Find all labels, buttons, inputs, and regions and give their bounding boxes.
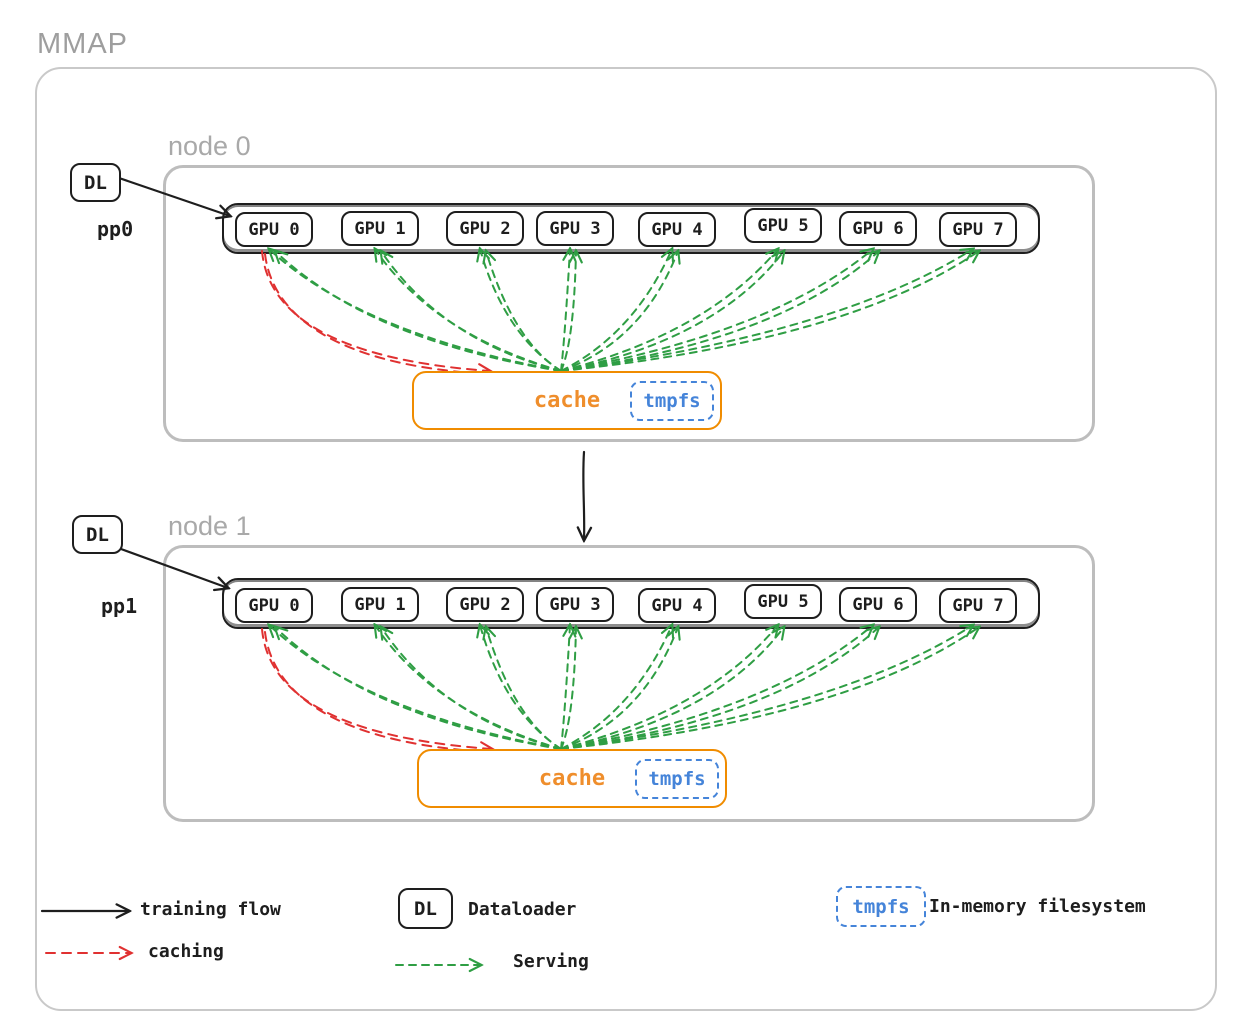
diagram-title: MMAP xyxy=(37,28,128,60)
cache-1-box: cache tmpfs xyxy=(417,749,727,808)
legend-in-memory-label: In-memory filesystem xyxy=(929,896,1146,917)
legend-tmpfs-box: tmpfs xyxy=(836,886,926,927)
gpu-box-n1-4: GPU 4 xyxy=(638,588,716,623)
gpu-box-n0-2: GPU 2 xyxy=(446,211,524,246)
tmpfs-1-box: tmpfs xyxy=(635,758,719,799)
legend-dataloader-label: Dataloader xyxy=(468,899,577,920)
dataloader-1-box: DL xyxy=(72,515,123,554)
gpu-box-n0-5: GPU 5 xyxy=(744,208,822,243)
pp0-label: pp0 xyxy=(97,217,134,241)
legend-training-flow-label: training flow xyxy=(140,899,281,920)
gpu-box-n0-4: GPU 4 xyxy=(638,212,716,247)
gpu-box-n1-7: GPU 7 xyxy=(939,588,1017,623)
gpu-box-n1-2: GPU 2 xyxy=(446,587,524,622)
dataloader-0-box: DL xyxy=(70,163,121,202)
gpu-box-n0-3: GPU 3 xyxy=(536,211,614,246)
pp1-label: pp1 xyxy=(101,594,138,618)
node-0-label: node 0 xyxy=(168,131,251,161)
gpu-box-n0-1: GPU 1 xyxy=(341,211,419,246)
legend-caching-label: caching xyxy=(148,941,224,962)
gpu-box-n1-5: GPU 5 xyxy=(744,584,822,619)
node-1-label: node 1 xyxy=(168,511,251,541)
gpu-box-n0-7: GPU 7 xyxy=(939,212,1017,247)
gpu-box-n1-6: GPU 6 xyxy=(839,587,917,622)
mmap-boundary-box xyxy=(35,67,1217,1011)
legend-serving-label: Serving xyxy=(513,951,589,972)
tmpfs-0-box: tmpfs xyxy=(630,380,714,421)
cache-1-label: cache xyxy=(538,766,606,791)
gpu-box-n1-3: GPU 3 xyxy=(536,587,614,622)
cache-0-label: cache xyxy=(533,388,601,413)
gpu-box-n0-6: GPU 6 xyxy=(839,211,917,246)
gpu-box-n0-0: GPU 0 xyxy=(235,212,313,247)
gpu-box-n1-0: GPU 0 xyxy=(235,588,313,623)
cache-0-box: cache tmpfs xyxy=(412,371,722,430)
gpu-box-n1-1: GPU 1 xyxy=(341,587,419,622)
legend-dataloader-box: DL xyxy=(398,888,453,929)
